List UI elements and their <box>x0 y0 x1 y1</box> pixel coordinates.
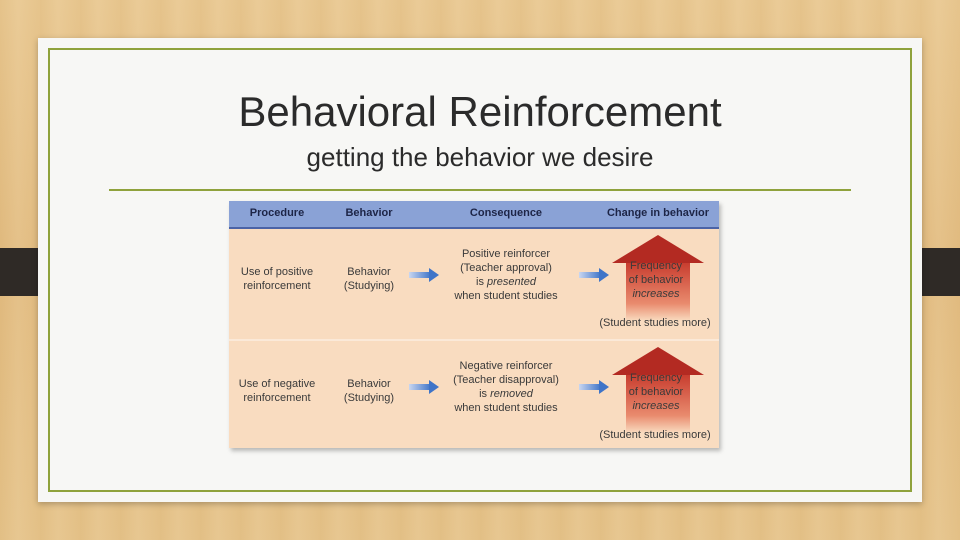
behavior-cell: Behavior (Studying) <box>334 377 404 405</box>
behavior-line: Behavior <box>347 378 391 390</box>
consequence-line: Negative reinforcer <box>459 360 553 372</box>
header-procedure: Procedure <box>249 207 305 219</box>
procedure-line: reinforcement <box>243 280 311 292</box>
behavior-line: (Studying) <box>343 280 395 292</box>
change-line: Frequency <box>630 260 682 272</box>
change-note: (Student studies more) <box>599 429 711 441</box>
header-change: Change in behavior <box>606 207 710 219</box>
table-row: Use of negative reinforcement Behavior (… <box>229 339 719 449</box>
consequence-cell: Positive reinforcer (Teacher approval) i… <box>441 247 571 303</box>
change-line: increases <box>632 288 680 300</box>
procedure-cell: Use of negative reinforcement <box>229 377 325 405</box>
consequence-cell: Negative reinforcer (Teacher disapproval… <box>441 359 571 415</box>
right-arrow-icon <box>579 268 609 282</box>
reinforcement-table: Procedure Behavior Consequence Change in… <box>229 201 719 448</box>
consequence-line: when student studies <box>454 290 558 302</box>
up-arrow-icon <box>604 235 714 321</box>
behavior-cell: Behavior (Studying) <box>334 265 404 293</box>
consequence-line: when student studies <box>454 402 558 414</box>
behavior-line: (Studying) <box>343 392 395 404</box>
change-note: (Student studies more) <box>599 317 711 329</box>
procedure-cell: Use of positive reinforcement <box>229 265 325 293</box>
procedure-line: Use of negative <box>238 378 316 390</box>
change-line: of behavior <box>628 274 684 286</box>
header-behavior: Behavior <box>345 207 393 219</box>
up-arrow-icon <box>604 347 714 433</box>
behavior-line: Behavior <box>347 266 391 278</box>
consequence-line: is presented <box>476 276 536 288</box>
slide-title: Behavioral Reinforcement <box>238 88 722 135</box>
slide-subtitle: getting the behavior we desire <box>306 142 654 172</box>
consequence-line: (Teacher disapproval) <box>453 374 559 386</box>
procedure-line: reinforcement <box>243 392 311 404</box>
change-line: increases <box>632 400 680 412</box>
procedure-line: Use of positive <box>240 266 314 278</box>
right-arrow-icon <box>409 380 439 394</box>
table-header: Procedure Behavior Consequence Change in… <box>229 201 719 229</box>
table-row: Use of positive reinforcement Behavior (… <box>229 229 719 337</box>
title-divider <box>109 189 851 191</box>
header-consequence: Consequence <box>469 207 543 219</box>
right-arrow-icon <box>579 380 609 394</box>
change-cell: Frequency of behavior increases <box>606 371 706 413</box>
change-line: of behavior <box>628 386 684 398</box>
slide: Behavioral Reinforcement getting the beh… <box>38 38 922 502</box>
consequence-line: (Teacher approval) <box>460 262 552 274</box>
consequence-line: Positive reinforcer <box>461 248 551 260</box>
consequence-line: is removed <box>479 388 533 400</box>
right-arrow-icon <box>409 268 439 282</box>
change-line: Frequency <box>630 372 682 384</box>
change-cell: Frequency of behavior increases <box>606 259 706 301</box>
slide-frame <box>48 48 912 492</box>
